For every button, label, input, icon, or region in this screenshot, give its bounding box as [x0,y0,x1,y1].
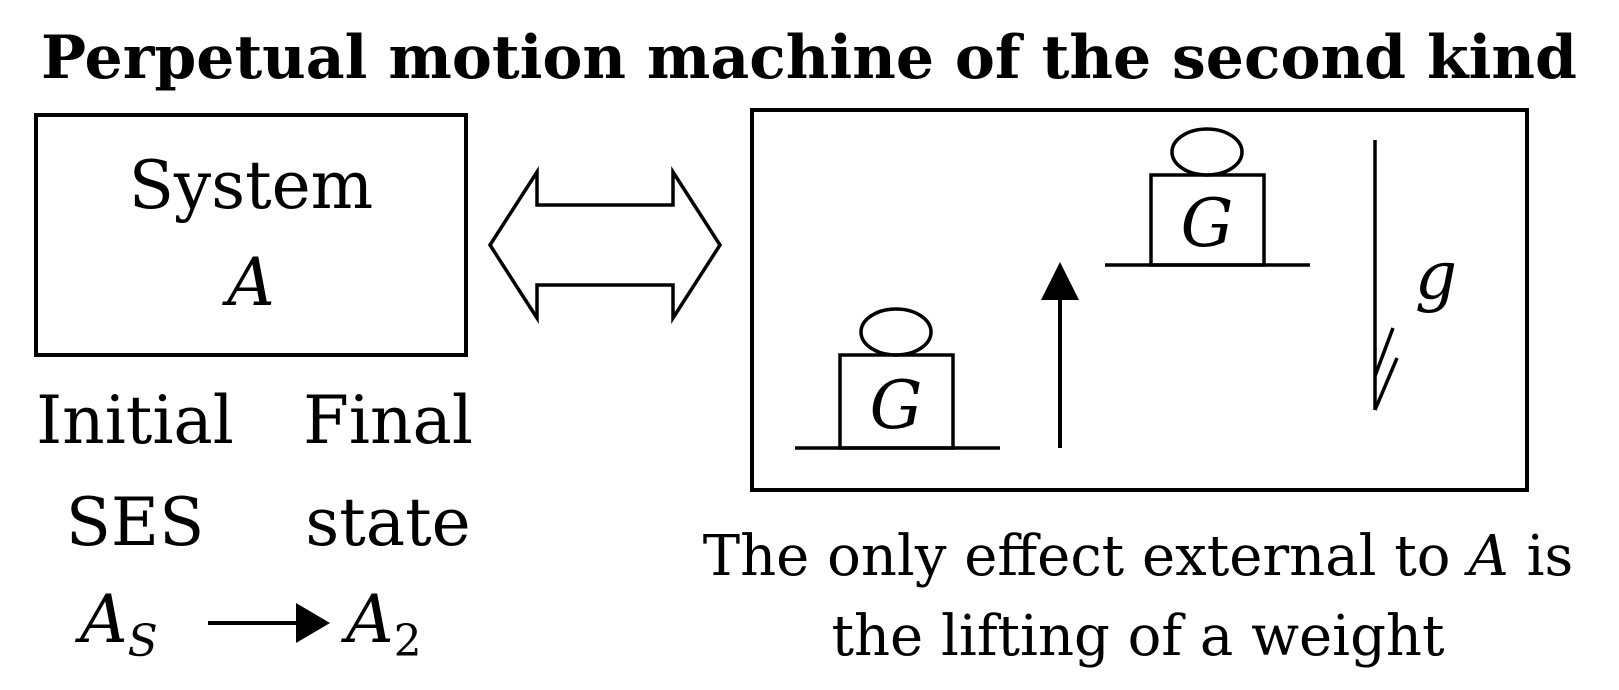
initial-state-letter: A [74,581,128,658]
upper-weight-handle [1170,127,1244,177]
initial-ses-label: SES [66,484,205,561]
initial-state-subscript: S [128,616,158,667]
gravity-barb-tip [1373,327,1395,377]
initial-state-symbol: AS [74,581,158,667]
lower-weight-handle [859,307,933,357]
final-state-label: state [305,484,470,561]
final-label: Final [303,382,473,459]
upper-weight-label: G [1181,185,1234,262]
lift-arrowhead [1041,262,1079,300]
caption-line-2: the lifting of a weight [831,604,1445,669]
initial-label: Initial [36,382,234,459]
caption-line-1-start: The only effect external to [703,524,1469,589]
gravity-label: g [1415,237,1457,314]
system-box [34,113,468,357]
final-state-subscript: 2 [394,616,422,667]
system-label: System [129,147,374,224]
caption-line-1-symbol: A [1463,524,1508,589]
interaction-double-arrow [487,166,723,324]
transition-arrowhead [296,603,330,643]
system-symbol: A [221,244,275,321]
caption-line-1: The only effect external to A is [703,524,1573,589]
caption-line-1-end: is [1509,524,1573,589]
lower-weight-label: G [870,367,923,444]
final-state-letter: A [340,581,394,658]
gravity-barb [1373,357,1399,411]
diagram-title: Perpetual motion machine of the second k… [41,23,1577,93]
environment-box [750,108,1529,492]
final-state-symbol: A2 [340,581,422,667]
